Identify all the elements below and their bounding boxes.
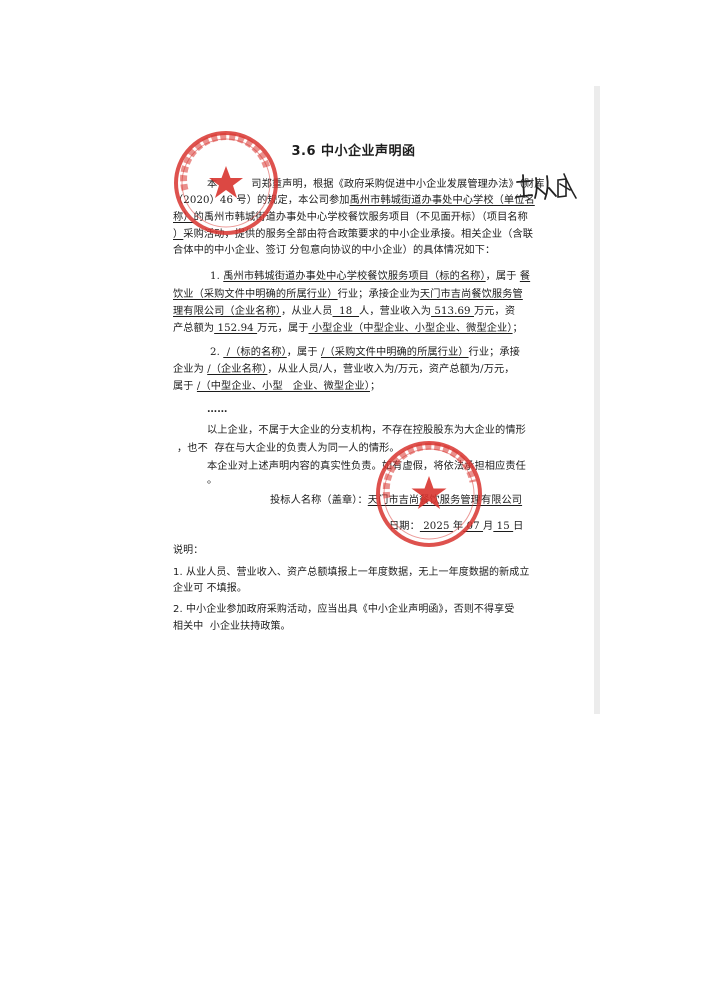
- company-seal-icon: [376, 441, 482, 547]
- item1-line3: 理有限公司（企业名称），从业人员 18 人，营业收入为 513.69 万元，资: [173, 306, 516, 317]
- handwritten-signature-icon: [515, 173, 577, 200]
- note1-line2: 企业可 不填报。: [173, 583, 247, 594]
- bidder-line: 投标人名称（盖章）：天门市吉尚餐饮服务管理有限公司: [270, 495, 523, 506]
- date-line: 日期： 2025 年 07 月 15 日: [389, 521, 524, 532]
- item2-line1: 2. /（标的名称），属于 /（采购文件中明确的所属行业）行业；承接: [210, 347, 520, 358]
- note2-line2: 相关中 小企业扶持政策。: [173, 621, 291, 632]
- para1-line3: 称）的禹州市韩城街道办事处中心学校餐饮服务项目（不见面开标）（项目名称: [173, 212, 528, 223]
- item1-line1: 1. 禹州市韩城街道办事处中心学校餐饮服务项目（标的名称），属于 餐: [210, 271, 531, 282]
- para1-line4: ）采购活动，提供的服务全部由符合政策要求的中小企业承接。相关企业（含联: [173, 229, 534, 240]
- para1-line2: （2020）46 号）的规定，本公司参加禹州市韩城街道办事处中心学校（单位名: [173, 195, 535, 206]
- para1-line1: 本司郑重声明，根据《政府采购促进中小企业发展管理办法》（财库: [207, 179, 545, 190]
- item2-line3: 属于 /（中型企业、小型 企业、微型企业）；: [173, 381, 381, 392]
- document-title: 3.6 中小企业声明函: [291, 144, 416, 159]
- note2-line1: 2. 中小企业参加政府采购活动，应当出具《中小企业声明函》，否则不得享受: [173, 604, 515, 615]
- item1-line2: 饮业（采购文件中明确的所属行业）行业；承接企业为天门市吉尚餐饮服务管: [173, 289, 523, 300]
- item2-line2: 企业为 /（企业名称），从业人员/人，营业收入为/万元，资产总额为/万元，: [173, 364, 515, 375]
- statement-line4: 。: [207, 475, 218, 486]
- statement-line1: 以上企业，不属于大企业的分支机构，不存在控股股东为大企业的情形: [207, 425, 526, 436]
- page-edge-strip: [594, 86, 600, 714]
- statement-line2: ，也不 存在与大企业的负责人为同一人的情形。: [177, 443, 400, 454]
- para1-line5: 合体中的中小企业、签订 分包意向协议的中小企业）的具体情况如下：: [173, 245, 496, 256]
- statement-line3: 本企业对上述声明内容的真实性负责。如有虚假，将依法承担相应责任: [207, 461, 526, 472]
- company-seal-icon: [174, 131, 278, 235]
- notes-heading: 说明：: [173, 545, 204, 556]
- item1-line4: 产总额为 152.94 万元，属于 小型企业（中型企业、小型企业、微型企业）；: [173, 323, 523, 334]
- ellipsis: ……: [207, 403, 228, 415]
- note1-line1: 1. 从业人员、营业收入、资产总额填报上一年度数据，无上一年度数据的新成立: [173, 567, 530, 578]
